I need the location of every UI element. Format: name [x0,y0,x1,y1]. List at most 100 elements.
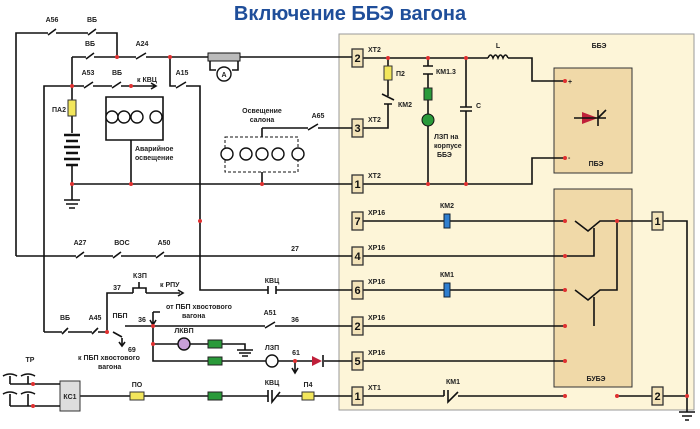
a24-label: А24 [136,41,149,48]
km1-coil-label: КМ1 [440,272,454,279]
kvc2-contact-icon [267,390,281,405]
to-pbp-label-1: к ПБП хвостового [78,355,140,362]
junction-nodes [31,55,689,408]
k-rpu-label: к РПУ [160,282,180,289]
km2-contact-icon [381,92,395,105]
fuse-p2 [383,65,393,81]
svg-text:ХР16: ХР16 [368,210,385,217]
km1-coil [443,282,451,298]
pbp-label: ПБП [112,313,127,320]
wire-61-label: 61 [292,350,300,357]
kc1-box [59,380,81,412]
lamp-lkvp-icon [177,337,191,351]
p2-label: П2 [396,71,405,78]
bube-label: БУБЭ [586,376,605,383]
to-pbp-label-2: вагона [98,364,121,371]
svg-text:6: 6 [354,285,360,297]
switch-icons [47,28,319,335]
kzp-label: КЗП [133,273,147,280]
shunt [207,52,241,62]
svg-text:2: 2 [354,321,360,333]
wire-27-label: 27 [291,246,299,253]
svg-text:2: 2 [654,391,660,403]
svg-text:ХТ2: ХТ2 [368,117,381,124]
bbe-panel [338,33,695,411]
bube-block [553,188,633,388]
inductor-label: L [496,43,501,50]
arrow-icon [150,82,158,90]
ammeter-label: A [221,72,226,79]
resistor [207,391,223,401]
wire-36a-label: 36 [138,317,146,324]
svg-text:2: 2 [354,53,360,65]
svg-text:ХТ1: ХТ1 [368,385,381,392]
km2-contact-label: КМ2 [398,102,412,109]
tr-label: ТР [26,357,35,364]
svg-text:ХР16: ХР16 [368,279,385,286]
kvc1-label: КВЦ [265,278,280,285]
fuse-p4 [301,391,315,401]
lzp-label: ЛЗП [265,345,279,352]
resistor [423,87,433,101]
kc1-label: КС1 [63,394,76,401]
km1-contact-label: КМ1 [446,379,460,386]
a27-label: А27 [74,240,87,247]
plus-label: + [568,79,572,86]
thyristor-icon [574,109,607,126]
svg-text:5: 5 [354,356,360,368]
capacitor-label: C [476,103,481,110]
a45-label: А45 [89,315,102,322]
resistor [207,339,223,349]
km2-coil-label: КМ2 [440,203,454,210]
wire-37-label: 37 [113,285,121,292]
fuse-po [129,391,145,401]
salon-lamps [220,147,305,161]
svg-text:ХР16: ХР16 [368,245,385,252]
a51-label: А51 [264,310,277,317]
from-pbp-label-2: вагона [182,313,205,320]
svg-text:3: 3 [354,123,360,135]
lzp-label-1: ЛЗП на [434,134,459,141]
kvc2-label: КВЦ [265,380,280,387]
battery-icon [64,133,80,167]
diode-icon [312,355,324,367]
lzp-label-2: корпусе [434,143,462,150]
vb3-label: ВБ [112,70,122,77]
kzp-button-icon [132,282,147,293]
km13-label: КМ1.3 [436,69,456,76]
svg-text:1: 1 [654,216,660,228]
ground-icon [64,199,80,209]
km1-contact-icon [443,390,459,404]
svg-text:7: 7 [354,216,360,228]
po-label: ПО [132,382,143,389]
fuse-pa2 [67,99,77,117]
vb4-label: ВБ [60,315,70,322]
emergency-lamps [105,110,163,124]
emergency-label-1: Аварийное [135,145,174,153]
voc-label: ВОС [114,240,129,247]
lzp-label-3: ББЭ [437,152,452,159]
connector-out-1: 1 [651,211,664,231]
svg-text:1: 1 [354,391,360,403]
ammeter-icon [216,66,232,82]
svg-text:ХР16: ХР16 [368,315,385,322]
svg-text:ХТ2: ХТ2 [368,47,381,54]
vb1-label: ВБ [87,17,97,24]
connector-7-xp16: 7 ХР16 [351,210,385,231]
resistor [207,356,223,366]
km2-coil [443,213,451,229]
svg-text:ХТ2: ХТ2 [368,173,381,180]
lkvp-label: ЛКВП [174,328,193,335]
page-title: Включение ББЭ вагона [234,3,467,25]
svg-text:4: 4 [354,251,361,263]
ground-icon [237,349,253,357]
a65-label: А65 [312,113,325,120]
k-kvc-label: к КВЦ [137,77,158,84]
svg-text:ХР16: ХР16 [368,350,385,357]
pa2-label: ПА2 [52,107,66,114]
svg-text:1: 1 [354,179,360,191]
lamp-lzp-icon [421,113,435,127]
inductor-icon [487,54,509,61]
tr-antennas-icon [2,373,60,407]
